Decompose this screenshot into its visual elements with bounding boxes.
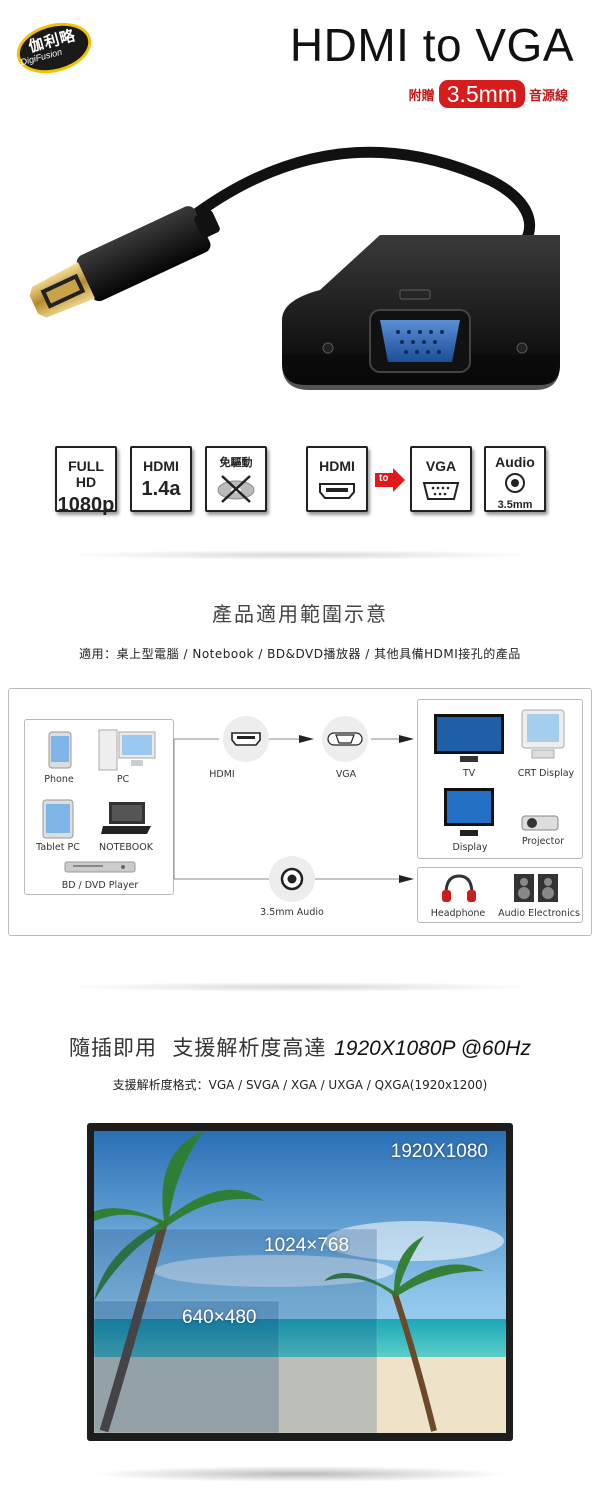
display-devices-box: TV CRT Display Display Projector xyxy=(417,699,583,859)
monitor-frame: 1920X1080 1024×768 640×480 xyxy=(87,1123,513,1441)
notebook-icon xyxy=(101,802,151,834)
projector-icon xyxy=(521,815,559,831)
badge-arrow-to: to xyxy=(375,468,405,492)
badge-full-hd-line1: FULL HD xyxy=(68,458,104,490)
source-label-dvd: BD / DVD Player xyxy=(61,880,139,891)
resolution-section-subtitle: 支援解析度格式：VGA / SVGA / XGA / UXGA / QXGA(1… xyxy=(112,1078,488,1092)
resolution-section-title: 隨插即用 支援解析度高達 1920X1080P @60Hz xyxy=(0,1032,600,1062)
badge-hdmi-version-line2: 1.4a xyxy=(141,478,181,500)
badge-audio: Audio 3.5mm xyxy=(484,446,546,512)
source-label-notebook: NOTEBOOK xyxy=(99,842,153,853)
audio-output-label-headphone: Headphone xyxy=(430,908,486,919)
resolution-label-640: 640×480 xyxy=(182,1307,257,1328)
audio-label: 3.5mm Audio xyxy=(260,907,324,918)
resolution-title-cn: 隨插即用 支援解析度高達 xyxy=(69,1036,327,1060)
product-title: HDMI to VGA xyxy=(289,19,574,71)
hdmi-connector-circle xyxy=(223,716,269,762)
resolution-label-1024: 1024×768 xyxy=(264,1235,350,1256)
display-label-tv: TV xyxy=(462,768,476,779)
resolution-title-en: 1920X1080P @60Hz xyxy=(334,1037,531,1060)
audio-jack-icon xyxy=(505,473,525,493)
pc-icon xyxy=(98,729,156,771)
source-devices-box: Phone PC Tablet PC NOTEBOOK BD / DVD Pla… xyxy=(24,719,174,895)
no-disc-icon xyxy=(217,475,255,503)
headphone-icon xyxy=(442,874,476,902)
monitor-display-icon xyxy=(444,788,494,836)
source-label-phone: Phone xyxy=(44,774,74,785)
badge-driver-free: 免驅動 xyxy=(205,446,267,512)
badge-hdmi-version: HDMI 1.4a xyxy=(130,446,192,512)
badge-to-text: to xyxy=(379,473,389,484)
badge-full-hd-line2: 1080p xyxy=(57,494,115,516)
section-divider xyxy=(60,982,540,992)
vga-port-icon xyxy=(327,732,363,746)
display-label-display: Display xyxy=(452,842,488,853)
badge-vga-port: VGA xyxy=(410,446,472,512)
audio-jack-icon xyxy=(280,867,304,891)
resolution-label-1920: 1920X1080 xyxy=(390,1141,488,1162)
tv-icon xyxy=(434,714,504,762)
vga-port-icon xyxy=(422,482,460,500)
display-label-projector: Projector xyxy=(521,836,565,847)
adapter-product-image xyxy=(29,146,560,390)
red-arrow-icon xyxy=(375,468,405,492)
gift-suffix: 音源線 xyxy=(528,88,568,104)
dvd-player-icon xyxy=(64,861,136,873)
usage-section-title: 產品適用範圍示意 xyxy=(212,602,388,626)
hdmi-port-icon xyxy=(319,483,355,499)
gift-size: 3.5mm xyxy=(438,80,525,108)
gift-note: 附贈 3.5mm 音源線 xyxy=(409,80,568,108)
monitor-shadow xyxy=(90,1466,510,1482)
source-label-pc: PC xyxy=(116,774,130,785)
badge-hdmi-port: HDMI xyxy=(306,446,368,512)
hdmi-port-icon xyxy=(231,732,261,746)
badge-audio-label: Audio xyxy=(495,454,535,470)
crt-display-icon xyxy=(521,709,565,759)
vga-connector-circle xyxy=(322,716,368,762)
audio-output-label-electronics: Audio Electronics xyxy=(498,908,580,919)
usage-diagram: Phone PC Tablet PC NOTEBOOK BD / DVD Pla… xyxy=(8,688,592,936)
audio-connector-circle xyxy=(269,856,315,902)
badge-hdmi-port-label: HDMI xyxy=(319,458,355,474)
beach-scene-image xyxy=(94,1131,506,1433)
badge-driver-free-label: 免驅動 xyxy=(219,457,253,469)
speakers-icon xyxy=(514,874,558,902)
brand-logo: 伽利略 DigiFusion xyxy=(14,18,98,76)
hdmi-label: HDMI xyxy=(209,769,235,780)
gift-prefix: 附贈 xyxy=(408,88,435,104)
monitor-screen: 1920X1080 1024×768 640×480 xyxy=(94,1131,506,1433)
source-label-tablet: Tablet PC xyxy=(36,842,80,853)
badge-vga-port-label: VGA xyxy=(425,458,457,474)
tablet-icon xyxy=(42,799,74,839)
badge-hdmi-version-line1: HDMI xyxy=(143,458,179,474)
section-divider xyxy=(60,550,540,560)
audio-devices-box: Headphone Audio Electronics xyxy=(417,867,583,923)
phone-icon xyxy=(48,731,72,769)
badge-audio-size: 3.5mm xyxy=(497,499,533,511)
vga-label: VGA xyxy=(335,769,357,780)
display-label-crt: CRT Display xyxy=(517,768,575,779)
usage-section-subtitle: 適用：桌上型電腦 / Notebook / BD&DVD播放器 / 其他具備HD… xyxy=(79,647,521,661)
badge-full-hd: FULL HD 1080p xyxy=(55,446,117,516)
